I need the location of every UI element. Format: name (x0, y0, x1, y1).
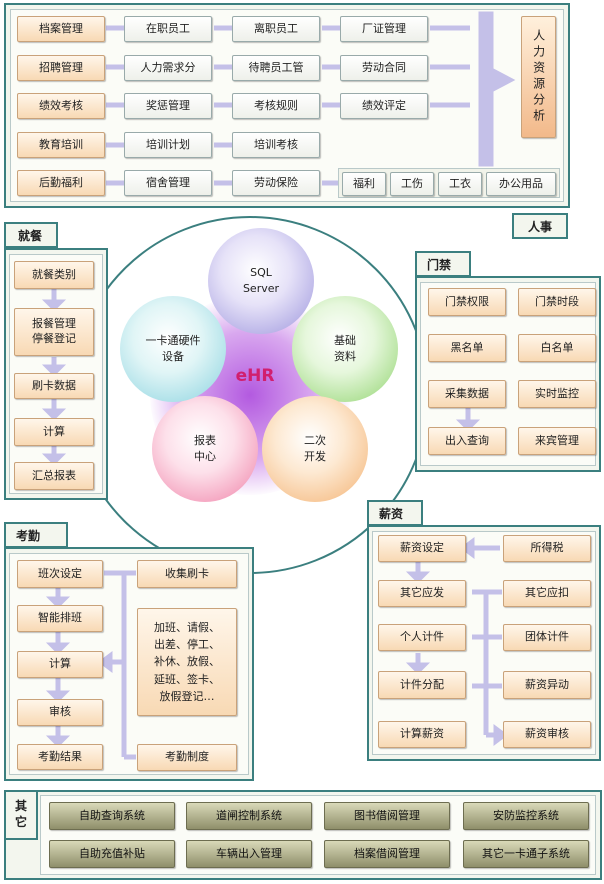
salary-calc-button[interactable]: 计算薪资 (378, 721, 466, 748)
other-archive-borrow-button[interactable]: 档案借阅管理 (324, 840, 450, 868)
salary-change-button[interactable]: 薪资异动 (503, 671, 591, 699)
other-vehicle-button[interactable]: 车辆出入管理 (186, 840, 312, 868)
dining-label: 就餐 (4, 222, 58, 248)
hr-recruit-button[interactable]: 招聘管理 (17, 55, 105, 81)
salary-audit-button[interactable]: 薪资审核 (503, 721, 591, 748)
access-label: 门禁 (415, 251, 471, 277)
salary-settings-button[interactable]: 薪资设定 (378, 535, 466, 562)
access-permission-button[interactable]: 门禁权限 (428, 288, 506, 316)
secondary-dev-circle[interactable]: 二次 开发 (262, 396, 368, 502)
dining-summary-button[interactable]: 汇总报表 (14, 462, 94, 490)
other-self-query-button[interactable]: 自助查询系统 (49, 802, 175, 830)
attendance-review-button[interactable]: 审核 (17, 699, 103, 726)
hr-uniform-button[interactable]: 工衣 (438, 172, 482, 196)
hr-training-button[interactable]: 教育培训 (17, 132, 105, 158)
base-data-circle[interactable]: 基础 资料 (292, 296, 398, 402)
report-center-circle[interactable]: 报表 中心 (152, 396, 258, 502)
other-security-monitor-button[interactable]: 安防监控系统 (463, 802, 589, 830)
hr-active-staff-button[interactable]: 在职员工 (124, 16, 212, 42)
attendance-schedule-button[interactable]: 智能排班 (17, 605, 103, 632)
attendance-shift-button[interactable]: 班次设定 (17, 560, 103, 588)
attendance-leave-types-box[interactable]: 加班、请假、 出差、停工、 补休、放假、 延班、签卡、 放假登记… (137, 608, 237, 716)
hr-archive-button[interactable]: 档案管理 (17, 16, 105, 42)
other-self-recharge-button[interactable]: 自助充值补贴 (49, 840, 175, 868)
dining-calc-button[interactable]: 计算 (14, 418, 94, 446)
attendance-collect-swipe-button[interactable]: 收集刷卡 (137, 560, 237, 588)
other-gate-control-button[interactable]: 道闸控制系统 (186, 802, 312, 830)
dining-swipe-data-button[interactable]: 刷卡数据 (14, 373, 94, 399)
other-label: 其 它 (4, 790, 38, 840)
access-query-button[interactable]: 出入查询 (428, 427, 506, 455)
salary-income-tax-button[interactable]: 所得税 (503, 535, 591, 562)
hr-demand-button[interactable]: 人力需求分 (124, 55, 212, 81)
access-visitor-button[interactable]: 来宾管理 (518, 427, 596, 455)
hr-reward-button[interactable]: 奖惩管理 (124, 93, 212, 119)
hr-insurance-button[interactable]: 劳动保险 (232, 170, 320, 196)
hr-benefit-button[interactable]: 福利 (342, 172, 386, 196)
other-library-button[interactable]: 图书借阅管理 (324, 802, 450, 830)
hr-office-supplies-button[interactable]: 办公用品 (486, 172, 556, 196)
hr-label: 人事 (512, 213, 568, 239)
other-card-subsystem-button[interactable]: 其它一卡通子系统 (463, 840, 589, 868)
attendance-policy-button[interactable]: 考勤制度 (137, 744, 237, 771)
hr-welfare-button[interactable]: 后勤福利 (17, 170, 105, 196)
hr-analysis-button[interactable]: 人力资源分析 (521, 16, 556, 138)
salary-piece-alloc-button[interactable]: 计件分配 (378, 671, 466, 699)
salary-other-deduct-button[interactable]: 其它应扣 (503, 580, 591, 607)
sql-server-circle[interactable]: SQL Server (208, 228, 314, 334)
hr-perf-eval-button[interactable]: 绩效评定 (340, 93, 428, 119)
hr-resigned-staff-button[interactable]: 离职员工 (232, 16, 320, 42)
hr-assess-rules-button[interactable]: 考核规则 (232, 93, 320, 119)
hr-badge-button[interactable]: 厂证管理 (340, 16, 428, 42)
salary-group-piece-button[interactable]: 团体计件 (503, 624, 591, 651)
hr-pending-staff-button[interactable]: 待聘员工管 (232, 55, 320, 81)
access-whitelist-button[interactable]: 白名单 (518, 334, 596, 362)
hr-contract-button[interactable]: 劳动合同 (340, 55, 428, 81)
salary-personal-piece-button[interactable]: 个人计件 (378, 624, 466, 651)
access-collect-button[interactable]: 采集数据 (428, 380, 506, 408)
card-hardware-circle[interactable]: 一卡通硬件 设备 (120, 296, 226, 402)
salary-other-pay-button[interactable]: 其它应发 (378, 580, 466, 607)
access-timeslot-button[interactable]: 门禁时段 (518, 288, 596, 316)
hr-performance-button[interactable]: 绩效考核 (17, 93, 105, 119)
access-monitor-button[interactable]: 实时监控 (518, 380, 596, 408)
access-blacklist-button[interactable]: 黑名单 (428, 334, 506, 362)
ehr-title: eHR (235, 366, 275, 386)
dining-type-button[interactable]: 就餐类别 (14, 261, 94, 289)
dining-order-button[interactable]: 报餐管理 停餐登记 (14, 308, 94, 356)
hr-injury-button[interactable]: 工伤 (390, 172, 434, 196)
attendance-result-button[interactable]: 考勤结果 (17, 744, 103, 770)
attendance-calc-button[interactable]: 计算 (17, 651, 103, 678)
hr-dorm-button[interactable]: 宿舍管理 (124, 170, 212, 196)
hr-training-plan-button[interactable]: 培训计划 (124, 132, 212, 158)
hr-training-assess-button[interactable]: 培训考核 (232, 132, 320, 158)
